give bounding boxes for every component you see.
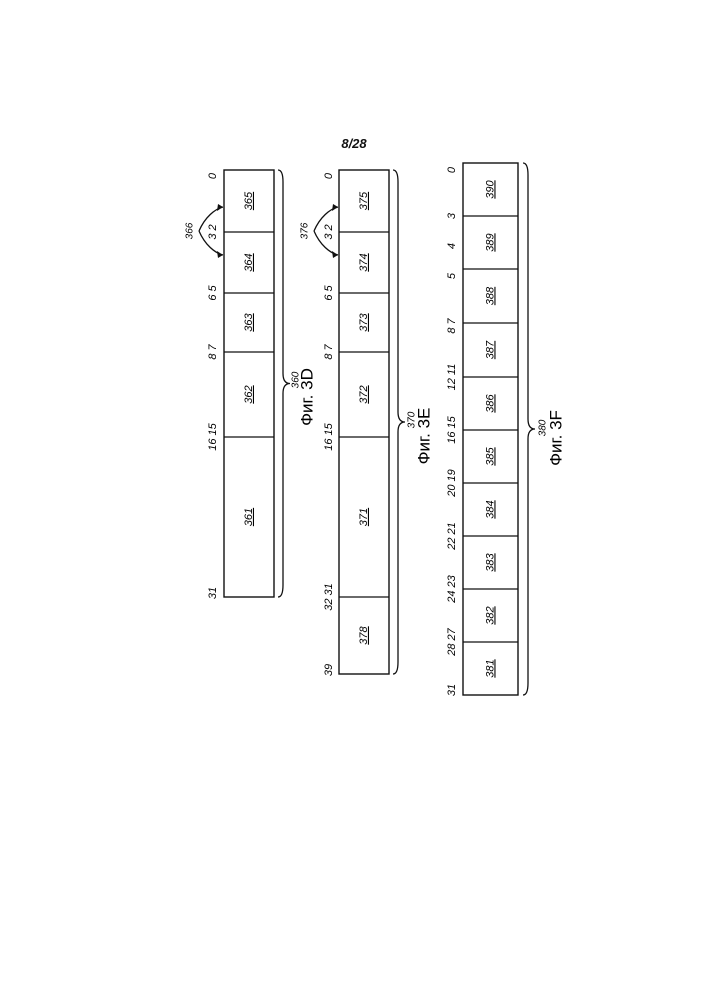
field-label: 375	[358, 191, 370, 210]
figure-caption: Фиг. 3E	[414, 408, 433, 465]
field-label: 371	[358, 508, 370, 526]
bit-position-label: 16 15	[323, 422, 335, 450]
bit-position-label: 3 2	[207, 224, 219, 239]
bit-position-label: 39	[323, 664, 335, 676]
field-label: 383	[484, 552, 496, 571]
bit-position-label: 8 7	[446, 317, 458, 333]
arrowhead	[217, 251, 223, 258]
bit-position-label: 16 15	[207, 422, 219, 450]
bit-position-label: 16 15	[446, 415, 458, 443]
field-label: 389	[484, 233, 496, 251]
field-label: 384	[484, 500, 496, 518]
arrowhead	[217, 204, 223, 211]
field-label: 374	[358, 253, 370, 271]
figure-3e: 375 374 373 372 371 378 0 3 2 6 5 8 7 16 15 32 31 39…	[300, 170, 434, 676]
bit-position-label: 0	[446, 166, 458, 173]
field-label: 385	[484, 446, 496, 465]
arrowhead	[332, 204, 338, 211]
figure-caption: Фиг. 3D	[297, 368, 316, 426]
annotation-label: 376	[300, 222, 311, 239]
bit-position-label: 6 5	[323, 284, 335, 300]
brace	[523, 163, 535, 695]
field-label: 387	[484, 340, 496, 359]
field-label: 382	[484, 606, 496, 624]
bit-position-label: 3 2	[323, 224, 335, 239]
bit-position-label: 22 21	[446, 522, 458, 551]
brace	[393, 170, 405, 674]
field-label: 362	[243, 385, 255, 403]
field-label: 365	[243, 191, 255, 210]
register-box	[224, 170, 274, 597]
bit-position-label: 24 23	[446, 574, 458, 603]
figure-caption: Фиг. 3F	[546, 410, 565, 466]
brace	[278, 170, 290, 597]
bit-position-label: 20 19	[446, 469, 458, 498]
field-label: 373	[358, 312, 370, 331]
field-label: 390	[484, 179, 496, 198]
bit-position-label: 8 7	[207, 343, 219, 359]
annotation-label: 366	[185, 222, 196, 239]
bit-position-label: 31	[207, 587, 219, 599]
field-label: 361	[243, 508, 255, 526]
arrowhead	[332, 251, 338, 258]
field-label: 378	[358, 625, 370, 644]
figure-3d: 36536436336236103 26 58 716 1531360Фиг. …	[185, 170, 317, 599]
bit-position-label: 32 31	[323, 583, 335, 611]
field-label: 388	[484, 286, 496, 305]
register-box	[339, 170, 389, 674]
bit-position-label: 8 7	[323, 343, 335, 359]
field-label: 386	[484, 393, 496, 412]
bit-position-label: 6 5	[207, 284, 219, 300]
bit-position-label: 0	[207, 172, 219, 179]
field-label: 381	[484, 659, 496, 677]
bit-position-label: 5	[446, 272, 458, 279]
bit-position-label: 0	[323, 172, 335, 179]
bit-position-label: 3	[446, 212, 458, 219]
bit-position-label: 4	[446, 243, 458, 249]
bit-position-label: 12 11	[446, 364, 458, 391]
bit-position-label: 31	[446, 684, 458, 696]
field-label: 363	[243, 312, 255, 331]
field-label: 372	[358, 385, 370, 403]
bit-position-label: 28 27	[446, 627, 458, 656]
field-label: 364	[243, 253, 255, 271]
figure-3f: 390 389 388 387 386 385 384 383 382 381 0 3 4 5 8 7 12 …	[446, 163, 566, 696]
